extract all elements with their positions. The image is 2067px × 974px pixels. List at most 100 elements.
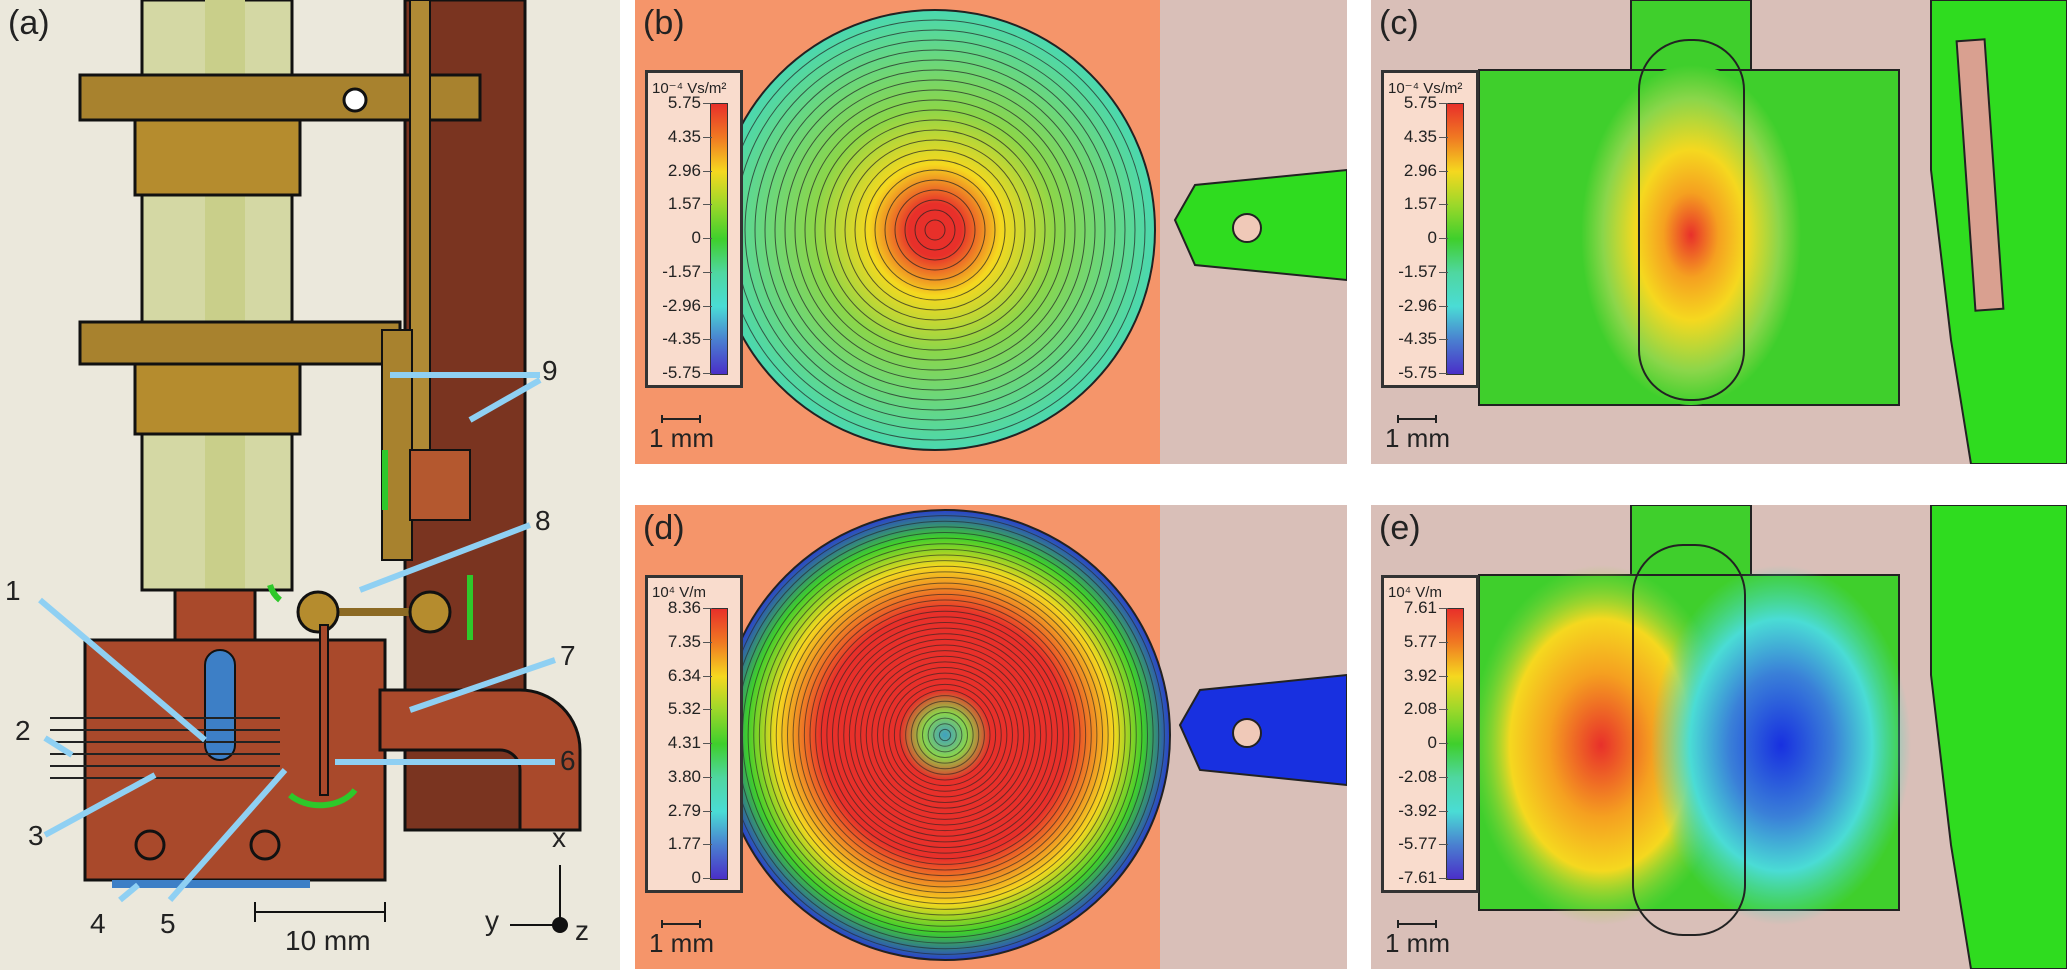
contour-line: [899, 689, 991, 781]
colorbar-tick-label: 7.61: [1404, 598, 1448, 618]
colorbar-tick-label: 4.35: [668, 127, 712, 147]
scale-bar: 1 mm: [649, 920, 714, 959]
contour-line: [888, 678, 1002, 792]
callout-4: 4: [90, 908, 106, 939]
colorbar-tick-label: 1.57: [1404, 194, 1448, 214]
contour-line: [770, 560, 1120, 910]
colorbar-tick-label: 0: [1428, 228, 1448, 248]
contour-line: [784, 79, 1086, 381]
axis-y-label: y: [485, 905, 499, 936]
callout-2: 2: [15, 715, 31, 746]
callout-5: 5: [160, 908, 176, 939]
cavity-assembly-drawing: [38, 0, 582, 933]
colorbar-tick-label: -4.35: [1398, 329, 1448, 349]
contour-line: [865, 655, 1025, 815]
contour-line: [933, 723, 957, 747]
contour-line: [834, 129, 1036, 331]
contour-line: [764, 59, 1106, 401]
colorbar-gradient: [710, 103, 728, 375]
axis-z-label: z: [575, 915, 589, 946]
contour-line: [864, 159, 1006, 301]
contour-line: [820, 610, 1070, 860]
field-map-c: [1478, 0, 2067, 464]
colorbar-tick-label: -2.08: [1398, 767, 1448, 787]
colorbar-gradient: [1446, 608, 1464, 880]
colorbar-tick-label: 0: [692, 868, 712, 888]
contour-line: [871, 661, 1019, 809]
panel-b-label: (b): [643, 4, 685, 42]
colorbar-gradient: [1446, 103, 1464, 375]
contour-line: [910, 700, 980, 770]
contour-line: [844, 139, 1026, 321]
colorbar-tick-label: 2.08: [1404, 699, 1448, 719]
colorbar-tick-label: -5.77: [1398, 834, 1448, 854]
contour-line: [854, 149, 1016, 311]
contour-line: [860, 650, 1030, 820]
colorbar-tick-label: -3.92: [1398, 801, 1448, 821]
contour-line: [893, 683, 997, 787]
scale-bar: 1 mm: [1385, 415, 1450, 454]
contour-line: [924, 219, 946, 241]
callout-8: 8: [535, 505, 551, 536]
panel-d-label: (d): [643, 509, 685, 547]
callout-7: 7: [560, 640, 576, 671]
scale-bar: 1 mm: [649, 415, 714, 454]
contour-line: [854, 644, 1036, 826]
contour-line: [775, 565, 1115, 905]
colorbar-tick-label: 8.36: [668, 598, 712, 618]
contour-line: [922, 712, 968, 758]
colorbar-tick-label: 5.75: [1404, 93, 1448, 113]
contour-line: [938, 728, 952, 742]
colorbar-tick-label: -4.35: [662, 329, 712, 349]
field-map-d: [719, 505, 1347, 969]
colorbar-tick-label: 5.77: [1404, 632, 1448, 652]
contour-line: [814, 109, 1056, 351]
colorbar-tick-label: 0: [692, 228, 712, 248]
colorbar-tick-label: 2.79: [668, 801, 712, 821]
contour-line: [832, 622, 1058, 848]
contour-line: [787, 577, 1103, 893]
contour-line: [874, 169, 996, 291]
callout-9: 9: [542, 355, 558, 386]
contour-line: [758, 548, 1132, 922]
colorbar-tick-label: 7.35: [668, 632, 712, 652]
colorbar-tick-label: 5.75: [668, 93, 712, 113]
contour-line: [815, 605, 1075, 865]
colorbar-tick-label: -2.96: [662, 296, 712, 316]
contour-line: [809, 599, 1081, 871]
colorbar-tick-label: -5.75: [662, 363, 712, 383]
colorbar-tick-label: 5.32: [668, 699, 712, 719]
colorbar-tick-label: 2.96: [668, 161, 712, 181]
colorbar-tick-label: 1.57: [668, 194, 712, 214]
contour-line: [884, 179, 986, 281]
scale-bar-label: 1 mm: [1385, 928, 1450, 958]
contour-line: [754, 49, 1116, 411]
panel-c-label: (c): [1379, 4, 1419, 42]
colorbar-tick-label: -5.75: [1398, 363, 1448, 383]
contour-line: [804, 99, 1066, 361]
colorbar-tick-label: 2.96: [1404, 161, 1448, 181]
contour-line: [747, 537, 1143, 933]
contour-line: [794, 89, 1076, 371]
colorbar-tick-label: 0: [1428, 733, 1448, 753]
colorbar-tick-label: -1.57: [1398, 262, 1448, 282]
contour-line: [904, 199, 966, 261]
contour-line: [798, 588, 1092, 882]
contour-line: [843, 633, 1047, 837]
scale-bar-label: 1 mm: [1385, 423, 1450, 453]
contour-line: [764, 554, 1126, 916]
panel-a-cad-drawing: (a) 1 2 3 4 5 6 7 8 9 10 mm x y z: [0, 0, 620, 970]
colorbar-tick-label: -1.57: [662, 262, 712, 282]
scale-bar-label: 1 mm: [649, 423, 714, 453]
contour-line: [792, 582, 1098, 888]
contour-line: [837, 627, 1053, 843]
colorbar-tick-label: -7.61: [1398, 868, 1448, 888]
colorbar-tick-label: 1.77: [668, 834, 712, 854]
contour-line: [753, 543, 1137, 927]
contour-line: [905, 695, 985, 775]
